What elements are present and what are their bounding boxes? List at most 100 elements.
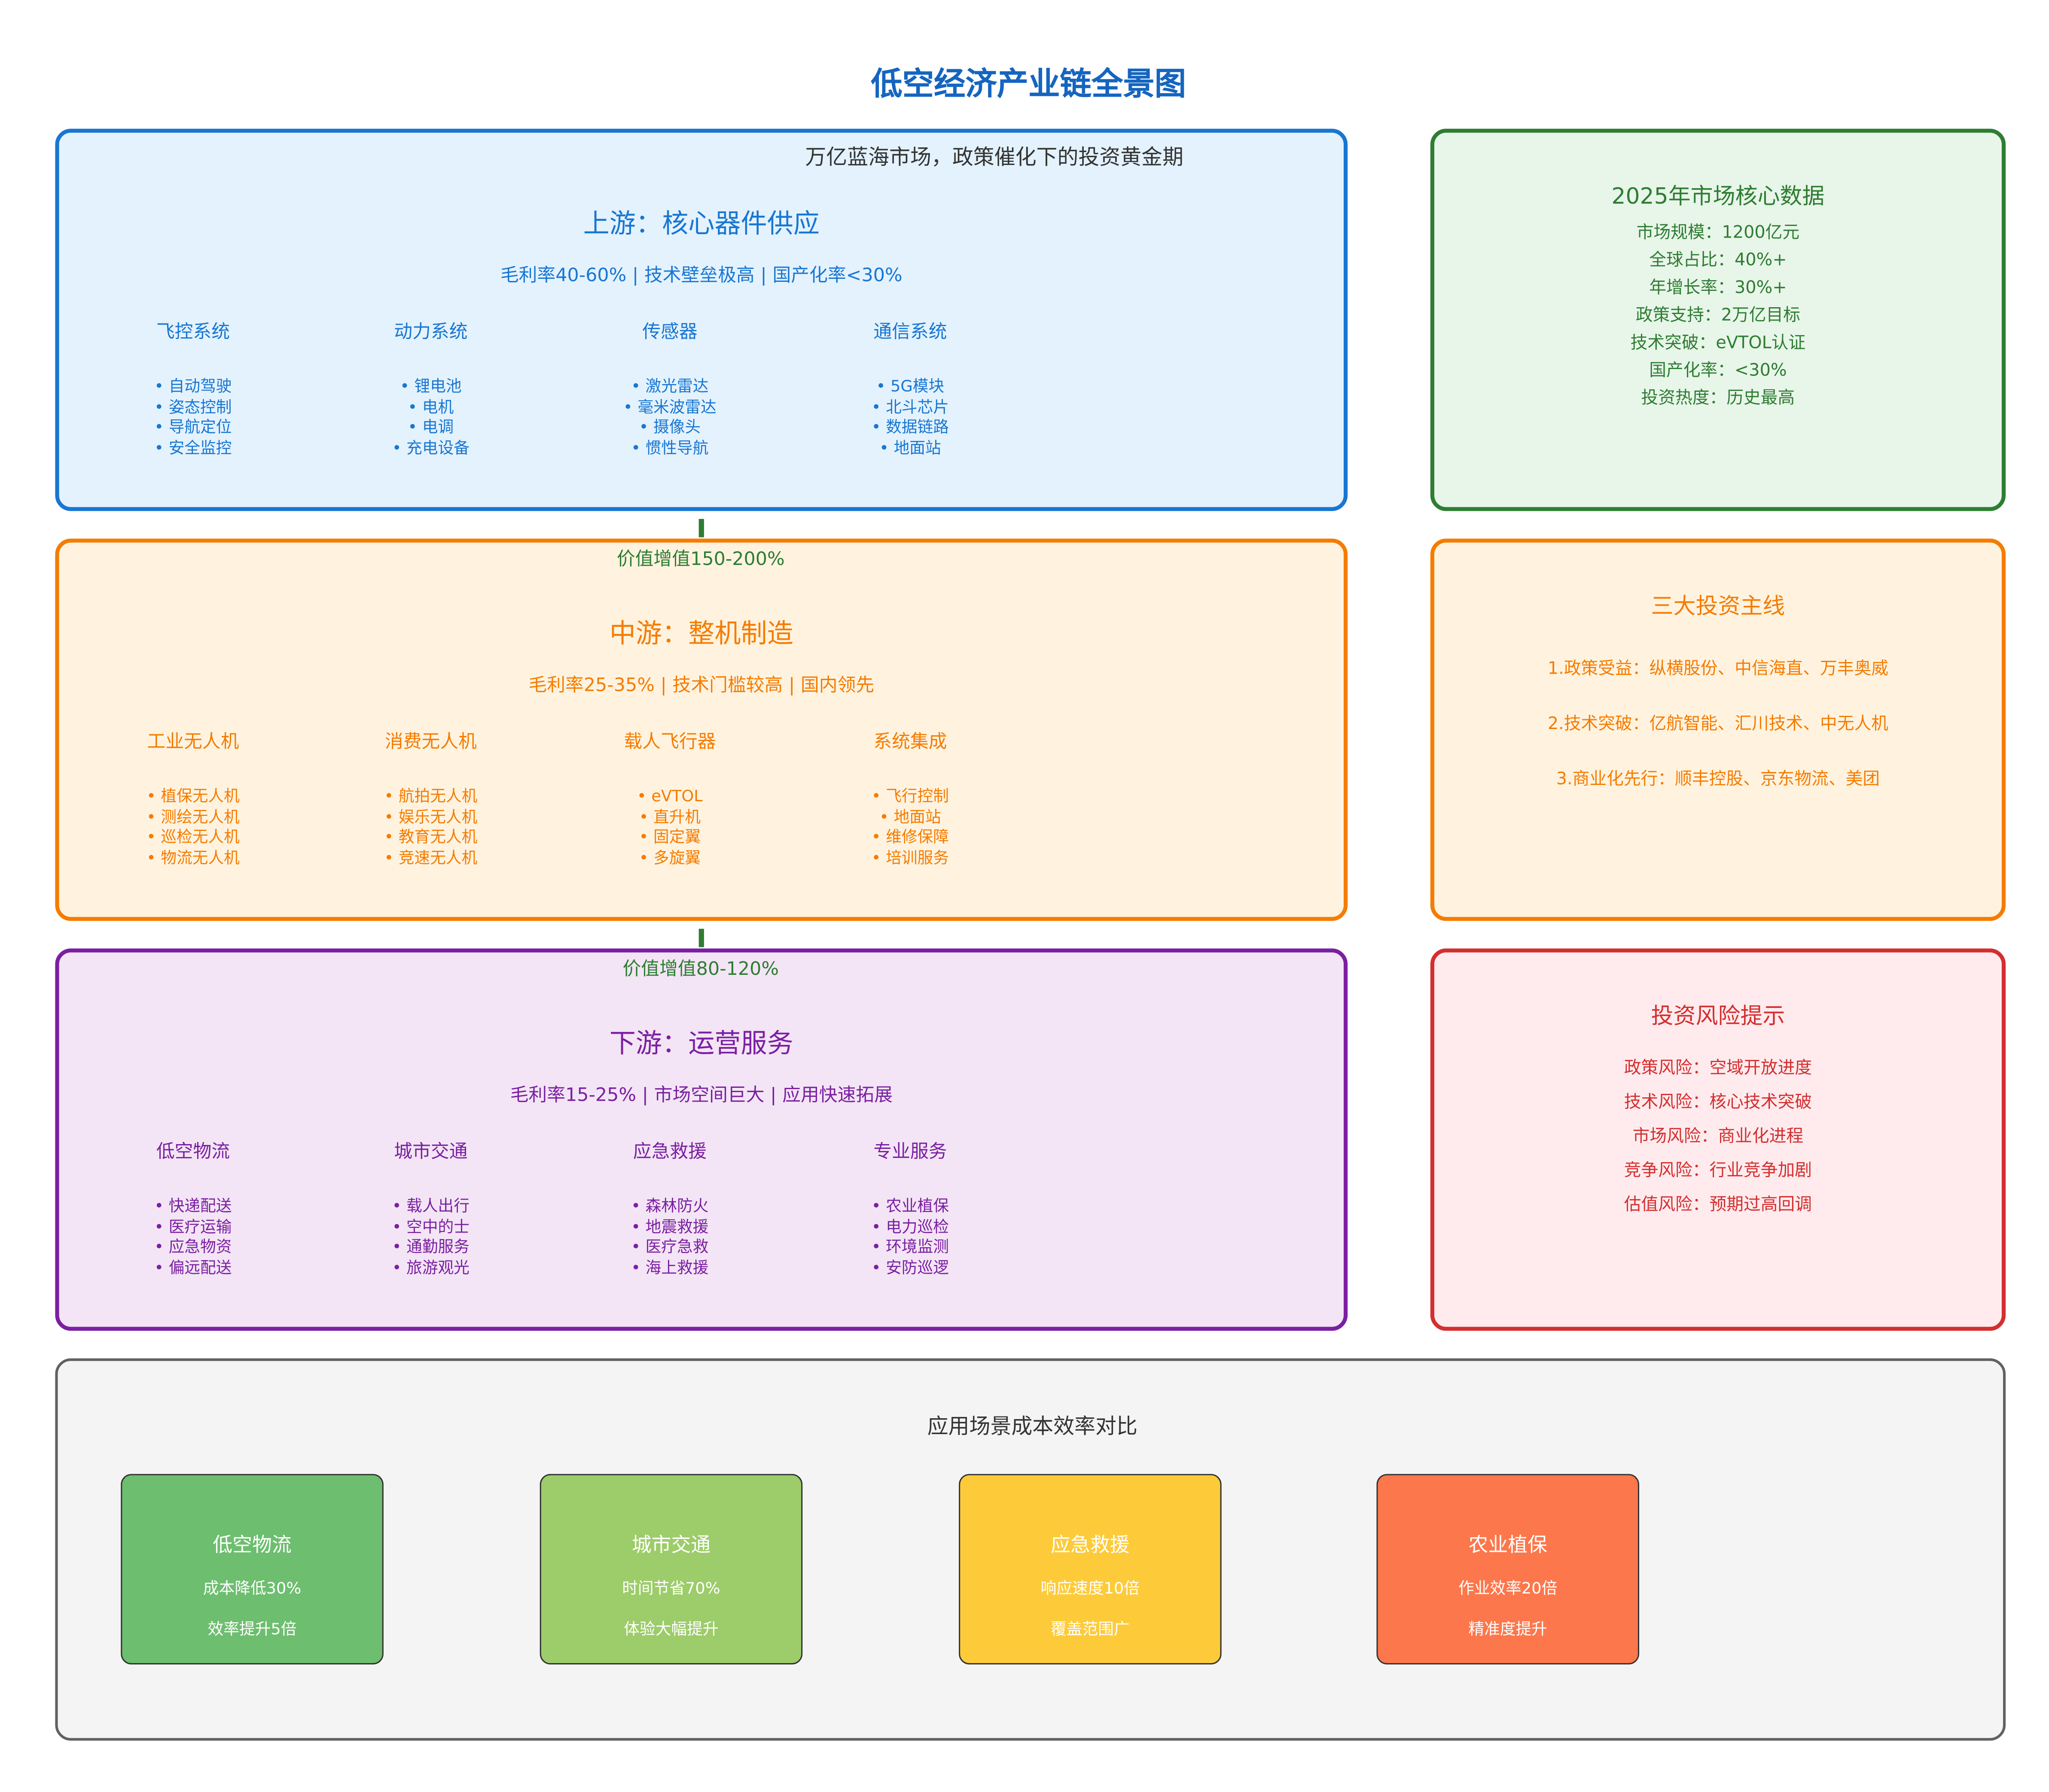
column: 工业无人机• 植保无人机• 测绘无人机• 巡检无人机• 物流无人机 [88, 728, 298, 870]
scenario-card: 城市交通时间节省70% 体验大幅提升 [540, 1474, 803, 1665]
list-item: • 毫米波雷达 [623, 397, 717, 416]
list-item: • 充电设备 [392, 439, 470, 458]
invest-title: 三大投资主线 [1651, 594, 1785, 620]
column: 飞控系统 • 自动驾驶• 姿态控制 • 导航定位 • 安全监控 [88, 318, 298, 460]
list-item: • eVTOL [637, 787, 703, 806]
column-header: 应急救援 [633, 1142, 707, 1163]
list-item: • 娱乐无人机 [384, 807, 478, 826]
list-item: • 锂电池 [400, 377, 462, 396]
midstream-panel: 中游：整机制造 毛利率25-35% | 技术门槛较高 | 国内领先 工业无人机•… [55, 538, 1348, 921]
invest-line: 2.技术突破：亿航智能、汇川技术、中无人机 [1547, 714, 1889, 735]
list-item: • 自动驾驶 [154, 377, 232, 396]
column-header: 飞控系统 [156, 322, 230, 343]
list-item: • 直升机 [639, 807, 701, 826]
card-line: 体验大幅提升 [624, 1620, 719, 1638]
upstream-title: 上游：核心器件供应 [583, 208, 820, 239]
list-item: • 载人出行 [392, 1197, 470, 1215]
list-item: • 测绘无人机 [146, 807, 240, 826]
midstream-title: 中游：整机制造 [609, 617, 793, 649]
column: 系统集成• 飞行控制• 地面站• 维修保障• 培训服务 [805, 728, 1015, 870]
list-item: • 地面站 [879, 439, 941, 458]
list-item: • 数据链路 [871, 418, 949, 437]
comparison-title: 应用场景成本效率对比 [927, 1413, 1137, 1439]
risk-line: 竞争风险：行业竞争加剧 [1624, 1161, 1812, 1181]
page-title: 低空经济产业链全景图 [871, 65, 1186, 103]
risk-title: 投资风险提示 [1651, 1004, 1785, 1030]
list-item: • 应急物资 [154, 1238, 232, 1257]
column-header: 通信系统 [873, 322, 947, 343]
upstream-metrics: 毛利率40-60% | 技术壁垒极高 | 国产化率<30% [500, 265, 903, 287]
list-item: • 导航定位 [154, 418, 232, 437]
list-item: • 电力巡检 [871, 1217, 949, 1236]
list-item: • 空中的士 [392, 1217, 470, 1236]
upstream-panel: 万亿蓝海市场，政策催化下的投资黄金期 上游：核心器件供应 毛利率40-60% |… [55, 128, 1348, 511]
list-item: • 航拍无人机 [384, 787, 478, 806]
market-line: 国产化率：<30% [1649, 361, 1787, 381]
list-item: • 植保无人机 [146, 787, 240, 806]
list-item: • 北斗芯片 [871, 397, 949, 416]
list-item: • 电调 [408, 418, 454, 437]
list-item: • 电机 [408, 397, 454, 416]
list-item: • 固定翼 [639, 828, 701, 847]
list-item: • 环境监测 [871, 1238, 949, 1257]
list-item: • 5G模块 [876, 377, 945, 396]
risk-line: 估值风险：预期过高回调 [1624, 1195, 1812, 1215]
invest-line: 3.商业化先行：顺丰控股、京东物流、美团 [1556, 769, 1880, 790]
column-header: 低空物流 [156, 1142, 230, 1163]
list-item: • 物流无人机 [146, 849, 240, 867]
market-line: 年增长率：30%+ [1649, 278, 1787, 299]
column-header: 消费无人机 [384, 732, 477, 753]
list-item: • 安全监控 [154, 439, 232, 458]
downstream-title: 下游：运营服务 [609, 1027, 793, 1059]
market-line: 技术突破：eVTOL认证 [1630, 333, 1806, 354]
invest-line: 1.政策受益：纵横股份、中信海直、万丰奥威 [1547, 659, 1889, 679]
value-add-label: 价值增值150-200% [616, 549, 785, 571]
list-item: • 姿态控制 [154, 397, 232, 416]
list-item: • 海上救援 [631, 1258, 709, 1277]
list-item: • 摄像头 [639, 418, 701, 437]
column: 应急救援 • 森林防火 • 地震救援 • 医疗急救• 海上救援 [565, 1138, 775, 1279]
card-title: 应急救援 [1051, 1533, 1130, 1557]
column-header: 动力系统 [394, 322, 468, 343]
list-item: • 快递配送 [154, 1197, 232, 1215]
list-item: • 通勤服务 [392, 1238, 470, 1257]
list-item: • 多旋翼 [639, 849, 701, 867]
market-line: 政策支持：2万亿目标 [1635, 306, 1801, 326]
list-item: • 森林防火 [631, 1197, 709, 1215]
connector-line [698, 519, 704, 537]
risk-line: 政策风险：空域开放进度 [1624, 1059, 1812, 1079]
card-line: 效率提升5倍 [207, 1620, 297, 1638]
column: 低空物流• 快递配送• 医疗运输• 应急物资• 偏远配送 [88, 1138, 298, 1279]
list-item: • 医疗急救 [631, 1238, 709, 1257]
card-title: 城市交通 [631, 1533, 711, 1557]
risk-line: 技术风险：核心技术突破 [1624, 1093, 1812, 1113]
market-title: 2025年市场核心数据 [1611, 184, 1825, 211]
list-item: • 培训服务 [871, 849, 949, 867]
column: 载人飞行器 • eVTOL• 直升机 • 固定翼 • 多旋翼 [565, 728, 775, 870]
downstream-metrics: 毛利率15-25% | 市场空间巨大 | 应用快速拓展 [510, 1085, 893, 1106]
card-line: 精准度提升 [1468, 1620, 1547, 1638]
card-line: 作业效率20倍 [1458, 1579, 1558, 1598]
list-item: • 地震救援 [631, 1217, 709, 1236]
scenario-card: 农业植保作业效率20倍精准度提升 [1376, 1474, 1640, 1665]
market-line: 市场规模：1200亿元 [1636, 223, 1800, 243]
column-header: 载人飞行器 [624, 732, 716, 753]
list-item: • 教育无人机 [384, 828, 478, 847]
column-header: 城市交通 [394, 1142, 468, 1163]
subtitle: 万亿蓝海市场，政策催化下的投资黄金期 [805, 144, 1184, 170]
card-line: 响应速度10倍 [1040, 1579, 1140, 1598]
list-item: • 安防巡逻 [871, 1258, 949, 1277]
column: 专业服务• 农业植保• 电力巡检• 环境监测• 安防巡逻 [805, 1138, 1015, 1279]
scenario-card: 低空物流成本降低30%效率提升5倍 [121, 1474, 384, 1665]
column-header: 工业无人机 [147, 732, 239, 753]
card-title: 低空物流 [213, 1533, 292, 1557]
scenario-card: 应急救援响应速度10倍覆盖范围广 [959, 1474, 1222, 1665]
list-item: • 偏远配送 [154, 1258, 232, 1277]
investment-lines-panel: 三大投资主线 1.政策受益：纵横股份、中信海直、万丰奥威 2.技术突破：亿航智能… [1430, 538, 2006, 921]
column: 城市交通 • 载人出行 • 空中的士 • 通勤服务• 旅游观光 [326, 1138, 536, 1279]
list-item: • 维修保障 [871, 828, 949, 847]
card-line: 时间节省70% [622, 1579, 720, 1598]
list-item: • 旅游观光 [392, 1258, 470, 1277]
value-add-label: 价值增值80-120% [622, 959, 779, 980]
